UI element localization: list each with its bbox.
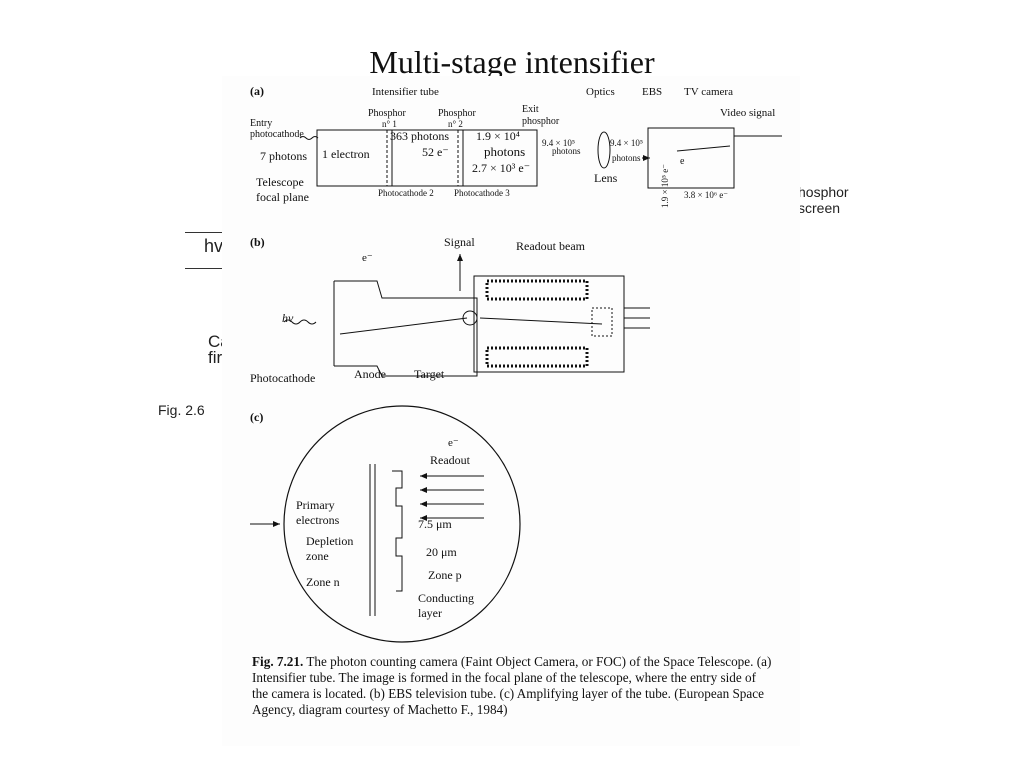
anode-label: Anode	[354, 367, 386, 381]
photocathode-label: Photocathode	[250, 371, 315, 385]
phosphor2-label-1: Phosphor	[438, 108, 476, 119]
e38e6-label: 3.8 × 10⁶ e⁻	[684, 190, 728, 200]
photons-94e5-label-1: 9.4 × 10⁵	[542, 138, 575, 148]
tube-title: Intensifier tube	[372, 86, 439, 98]
optics-lens	[597, 131, 611, 169]
tv-camera-label: TV camera	[684, 86, 733, 98]
zone-p-label: Zone p	[428, 568, 462, 582]
panel-b-label: (b)	[250, 235, 265, 249]
entry-photon-wave	[299, 136, 319, 140]
vertical-value-label: 1.9 × 10⁵ e⁻	[660, 164, 670, 208]
panel-a-label: (a)	[250, 84, 264, 98]
caption-figure-number: Fig. 7.21.	[252, 654, 304, 669]
depletion-label-2: zone	[306, 549, 329, 563]
bg-fragment-hv: hv	[204, 236, 224, 256]
primary-label-1: Primary	[296, 498, 335, 512]
bg-fragment-hosphor: hosphor	[798, 184, 849, 200]
exit-phosphor-label-1: Exit	[522, 104, 539, 115]
lens-photons-label-2: photons	[612, 153, 641, 163]
entry-label-2: photocathode	[250, 129, 304, 140]
readout-beam-label: Readout beam	[516, 239, 586, 253]
bg-fragment-fig: Fig. 2.6	[158, 402, 205, 418]
e27e3-label: 2.7 × 10³ e⁻	[472, 161, 530, 175]
photons-word-label: photons	[484, 144, 525, 159]
upper-coil	[485, 279, 589, 301]
incoming-light-wave	[283, 319, 317, 325]
ebs-label: EBS	[642, 86, 662, 98]
e52-label: 52 e⁻	[422, 145, 449, 159]
phosphor1-label-1: Phosphor	[368, 108, 406, 119]
background-fragments: hv Ca firs Fig. 2.6 hosphor screen	[150, 170, 870, 420]
conducting-label-2: layer	[418, 606, 442, 620]
hv-label: hν	[282, 311, 294, 325]
readout-beam-line	[479, 317, 603, 325]
panel-c-label: (c)	[250, 410, 263, 424]
electron-trajectory	[339, 317, 468, 335]
um20-label: 20 μm	[426, 545, 457, 559]
exit-phosphor-label-2: phosphor	[522, 116, 560, 127]
depletion-label-1: Depletion	[306, 534, 353, 548]
photons-19e4-label: 1.9 × 10⁴	[476, 129, 520, 143]
caption-text: The photon counting camera (Faint Object…	[252, 654, 772, 717]
um75-label: 7.5 μm	[418, 517, 452, 531]
photons-94e5-label-2: photons	[552, 146, 581, 156]
phosphor1-label-2: n° 1	[382, 119, 397, 129]
electron-gun	[591, 307, 613, 337]
optics-label: Optics	[586, 86, 615, 98]
telescope-label-2: focal plane	[256, 190, 309, 204]
figure-drawing: (a) Intensifier tube Optics EBS TV camer…	[250, 84, 782, 643]
scanned-figure: (a) Intensifier tube Optics EBS TV camer…	[222, 76, 800, 746]
e-label: e	[680, 156, 685, 167]
target-label: Target	[414, 367, 445, 381]
readout-label: Readout	[430, 453, 471, 467]
lens-label: Lens	[594, 171, 618, 185]
primary-label-2: electrons	[296, 513, 340, 527]
photocathode3-label: Photocathode 3	[454, 188, 510, 198]
video-signal-label: Video signal	[720, 107, 775, 119]
conducting-label-1: Conducting	[418, 591, 474, 605]
bg-rule-bottom	[185, 268, 225, 269]
c-e-minus-label: e⁻	[448, 437, 459, 449]
telescope-label-1: Telescope	[256, 175, 304, 189]
lower-coil	[485, 346, 589, 368]
zone-n-label: Zone n	[306, 575, 340, 589]
phosphor2-label-2: n° 2	[448, 119, 463, 129]
ebs-tube-outline	[333, 280, 478, 377]
ebs-beam	[676, 145, 731, 152]
electron-1-label: 1 electron	[322, 147, 370, 161]
photons-7-label: 7 photons	[260, 149, 307, 163]
b-e-minus-label: e⁻	[362, 252, 373, 264]
lens-photons-label-1: 9.4 × 10⁵	[610, 138, 643, 148]
bg-fragment-screen: screen	[798, 200, 841, 216]
signal-label: Signal	[444, 235, 475, 249]
target-disk	[462, 310, 478, 326]
figure-caption: Fig. 7.21. The photon counting camera (F…	[252, 654, 772, 718]
slide-title: Multi-stage intensifier	[369, 44, 655, 80]
entry-label-1: Entry	[250, 118, 272, 129]
photocathode2-label: Photocathode 2	[378, 188, 434, 198]
ebs-tube	[647, 127, 735, 189]
depletion-profile	[392, 470, 403, 592]
magnified-view-circle	[283, 405, 521, 643]
photons-363-label: 363 photons	[390, 129, 449, 143]
bg-rule-top	[185, 232, 225, 233]
